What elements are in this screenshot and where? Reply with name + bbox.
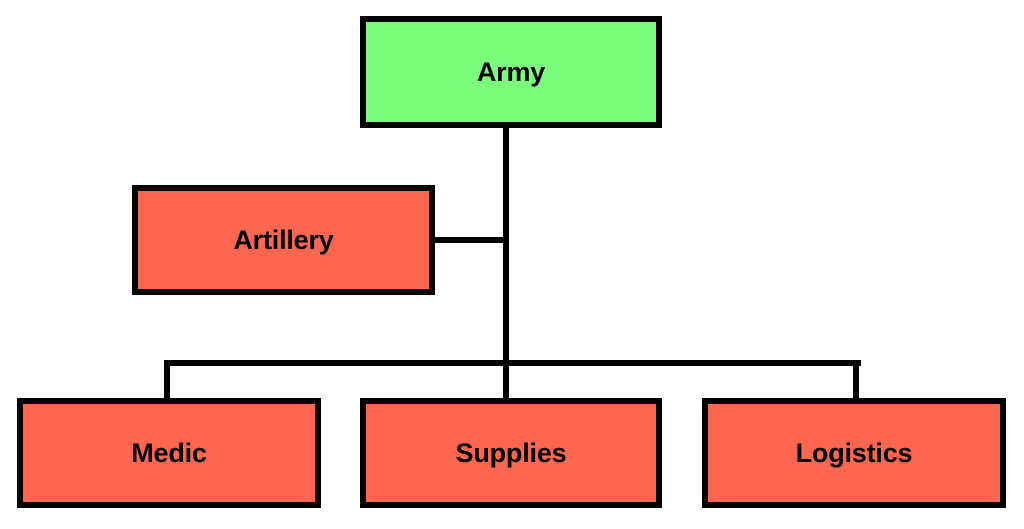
node-medic: Medic xyxy=(17,398,321,508)
connector-horizontal-bar xyxy=(164,360,861,366)
node-army: Army xyxy=(360,16,662,128)
connector-to-medic xyxy=(164,360,170,400)
node-logistics: Logistics xyxy=(702,398,1006,508)
node-supplies: Supplies xyxy=(360,398,662,508)
node-artillery: Artillery xyxy=(132,185,435,295)
node-label: Army xyxy=(476,56,546,87)
node-label: Artillery xyxy=(233,224,334,255)
connector-to-logistics xyxy=(853,360,859,400)
connector-army-artillery xyxy=(434,237,506,243)
connector-army-trunk xyxy=(503,127,509,404)
node-label: Logistics xyxy=(795,437,913,468)
node-label: Medic xyxy=(131,437,207,468)
node-label: Supplies xyxy=(455,437,567,468)
